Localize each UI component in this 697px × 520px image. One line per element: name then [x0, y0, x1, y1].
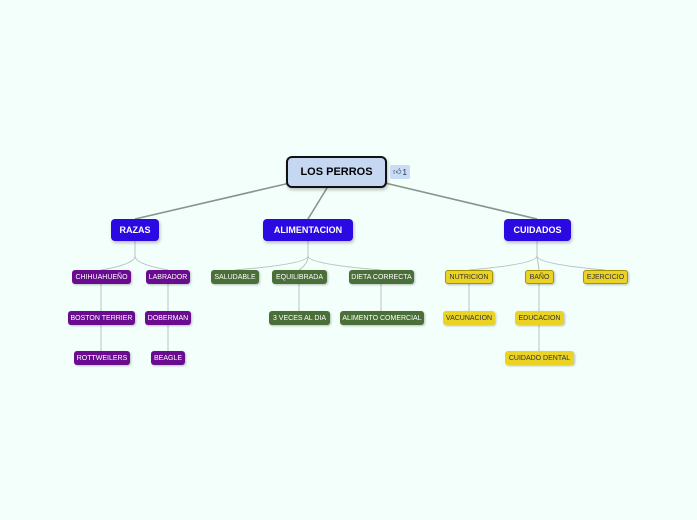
- topic-cuidados[interactable]: CUIDADOS: [504, 219, 571, 241]
- connector-root-cuidados: [384, 182, 538, 220]
- connector-cuidados-ejercicio: [536, 255, 606, 271]
- subtopic-educacion[interactable]: EDUCACION: [515, 311, 564, 325]
- root-topic[interactable]: LOS PERROS: [286, 156, 387, 188]
- connector-root-razas: [134, 182, 291, 220]
- connector-cuidados-bano: [536, 255, 540, 271]
- connector-razas-labrador: [134, 255, 169, 271]
- thumbs-up-icon: 👍︎: [393, 167, 402, 176]
- subtopic-nutricion[interactable]: NUTRICION: [445, 270, 493, 284]
- connector-alimentacion-saludable: [234, 241, 309, 271]
- connector-alimentacion-dieta: [307, 255, 382, 271]
- topic-alimentacion[interactable]: ALIMENTACION: [263, 219, 353, 241]
- subtopic-3-veces-al-dia[interactable]: 3 VECES AL DIA: [269, 311, 330, 325]
- connector-cuidados-nutricion: [468, 241, 538, 271]
- subtopic-bano[interactable]: BAÑO: [525, 270, 554, 284]
- subtopic-labrador[interactable]: LABRADOR: [146, 270, 190, 284]
- subtopic-doberman[interactable]: DOBERMAN: [145, 311, 191, 325]
- subtopic-ejercicio[interactable]: EJERCICIO: [583, 270, 628, 284]
- subtopic-vacunacion[interactable]: VACUNACION: [443, 311, 495, 325]
- subtopic-rottweilers[interactable]: ROTTWEILERS: [74, 351, 130, 365]
- subtopic-equilibrada[interactable]: EQUILIBRADA: [272, 270, 327, 284]
- like-count: 1: [402, 167, 407, 177]
- subtopic-saludable[interactable]: SALUDABLE: [211, 270, 259, 284]
- subtopic-dieta-correcta[interactable]: DIETA CORRECTA: [349, 270, 414, 284]
- subtopic-alimento-comercial[interactable]: ALIMENTO COMERCIAL: [340, 311, 424, 325]
- connector-razas-chihuahueno: [100, 241, 136, 271]
- subtopic-chihuahueno[interactable]: CHIHUAHUEÑO: [72, 270, 131, 284]
- topic-razas[interactable]: RAZAS: [111, 219, 159, 241]
- connector-alimentacion-equilibrada: [298, 255, 309, 271]
- connector-root-alimentacion: [307, 187, 328, 220]
- subtopic-beagle[interactable]: BEAGLE: [151, 351, 185, 365]
- subtopic-cuidado-dental[interactable]: CUIDADO DENTAL: [505, 351, 574, 365]
- like-badge[interactable]: 👍︎ 1: [390, 165, 410, 179]
- subtopic-boston-terrier[interactable]: BOSTON TERRIER: [68, 311, 135, 325]
